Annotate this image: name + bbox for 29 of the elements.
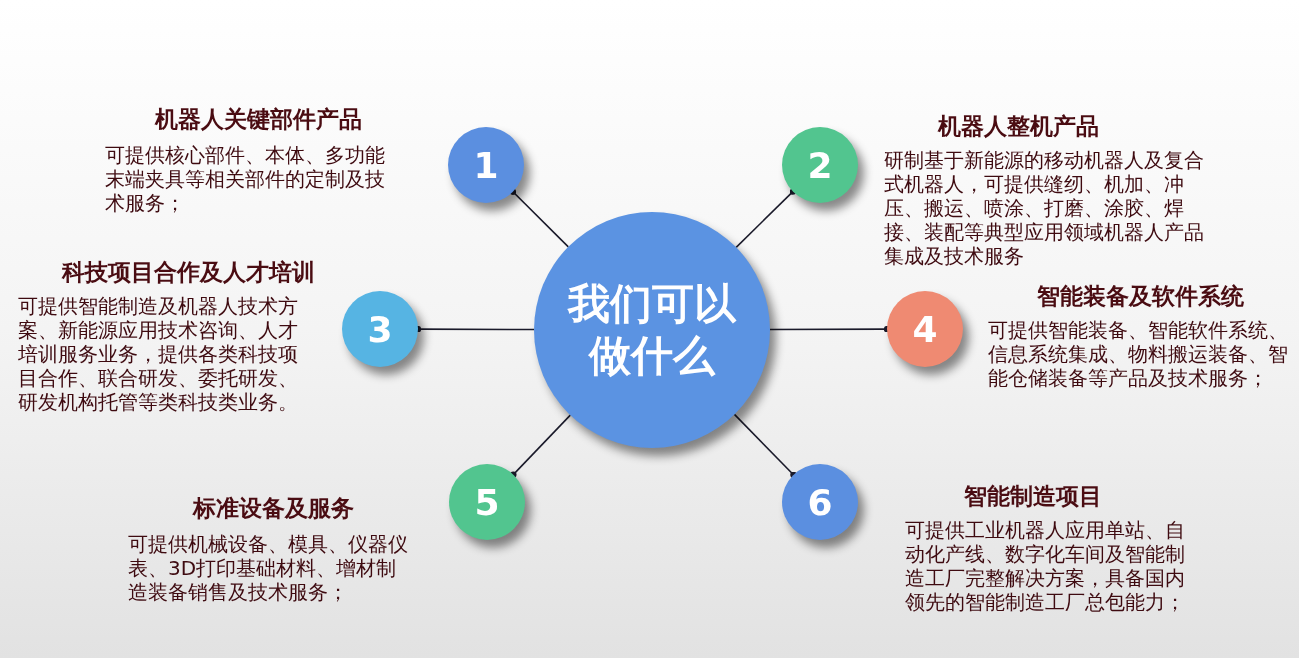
- step-number: 1: [473, 143, 499, 188]
- center-title: 我们可以做什么: [566, 277, 738, 382]
- section-description: 可提供工业机器人应用单站、自动化产线、数字化车间及智能制造工厂完整解决方案，具备国内领先的智能制造工厂总包能力；: [905, 518, 1186, 614]
- number-circle: [448, 127, 524, 203]
- step-number: 5: [474, 480, 500, 525]
- section-heading: 科技项目合作及人才培训: [61, 258, 315, 287]
- connector-line: [510, 414, 572, 478]
- connector-line: [509, 188, 570, 248]
- number-circle: [782, 464, 858, 540]
- section-heading: 智能装备及软件系统: [1036, 282, 1244, 311]
- number-circle: [887, 291, 963, 367]
- connector-line: [735, 188, 797, 249]
- number-circle: [342, 291, 418, 367]
- section-heading: 机器人关键部件产品: [154, 105, 362, 134]
- connector-line: [733, 413, 797, 478]
- section-description: 可提供核心部件、本体、多功能末端夹具等相关部件的定制及技术服务；: [105, 143, 386, 215]
- step-number: 2: [807, 143, 833, 188]
- number-circle: [449, 464, 525, 540]
- section-description: 研制基于新能源的移动机器人及复合式机器人，可提供缝纫、机加、冲压、搬运、喷涂、打磨、涂胶、焊接、装配等典型应用领域机器人产品集成及技术服务: [884, 148, 1205, 268]
- section-description: 可提供智能装备、智能软件系统、信息系统集成、物料搬运装备、智能仓储装备等产品及技术服务；: [988, 318, 1289, 390]
- step-number: 6: [807, 480, 833, 525]
- number-circle: [782, 127, 858, 203]
- section-heading: 智能制造项目: [964, 482, 1102, 511]
- section-description: 可提供智能制造及机器人技术方案、新能源应用技术咨询、人才培训服务业务，提供各类科技项目合作、联合研发、委托研发、研发机构托管等类科技类业务。: [18, 294, 299, 414]
- section-heading: 标准设备及服务: [192, 494, 354, 523]
- step-number: 3: [367, 307, 393, 352]
- step-number: 4: [912, 307, 938, 352]
- section-heading: 机器人整机产品: [937, 112, 1099, 141]
- section-description: 可提供机械设备、模具、仪器仪表、3D打印基础材料、增材制造装备销售及技术服务；: [128, 532, 409, 604]
